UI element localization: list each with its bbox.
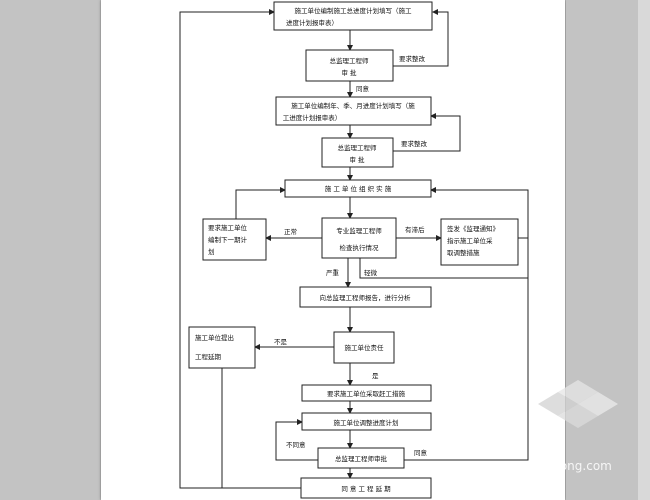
watermark-text: zhulong.com [535,459,612,473]
box-compile-master-schedule-line1: 施工单位编制施工总进度计划填写（施工 [295,6,413,15]
left-gray-margin [0,0,100,500]
loop-b4-b3 [393,113,461,152]
loop-b8-b5 [430,187,529,239]
label-serious: 严重 [326,269,340,277]
loop-b14-b5 [404,238,529,461]
box-chief-engineer-approval-2: 总监理工程师 审 批 [321,137,394,168]
box-check-execution: 专业监理工程师 检查执行情况 [321,217,397,259]
box-next-period-plan-line1: 要求施工单位 [208,223,248,232]
loop-b2-b1 [393,9,449,67]
loop-b14-b13 [275,419,318,461]
label-yes: 是 [372,372,379,380]
box-propose-extension-line1: 施工单位提出 [195,333,234,342]
box-chief-engineer-approval-1-line2: 审 批 [341,68,357,77]
box-compile-periodic-schedule-line1: 施工单位编制年、季、月进度计划填写（施 [291,101,415,110]
box-chief-engineer-approval-1: 总监理工程师 审 批 [305,49,394,82]
box-organize-implementation: 施 工 单 位 组 织 实 施 [284,179,432,198]
scrollbar-strip[interactable] [638,0,650,500]
box-chief-engineer-approval-3: 总监理工程师审批 [317,447,405,469]
box-adjust-schedule: 施工单位调整进度计划 [301,412,432,431]
box-approve-extension: 同 意 工 程 延 期 [300,477,432,499]
label-disagree: 不同意 [286,440,306,449]
label-slight: 轻微 [364,268,378,277]
box-next-period-plan: 要求施工单位 编制下一期计 划 [202,218,267,261]
box-chief-engineer-approval-2-line2: 审 批 [349,155,365,164]
label-no: 不是 [274,338,288,346]
loop-b7-b5 [235,187,286,219]
watermark-logo [538,380,618,428]
label-require-modify-2: 要求整改 [401,139,428,148]
label-agree-1: 同意 [356,84,370,93]
loop-left-big [179,9,301,489]
box-contractor-responsibility-text: 施工单位责任 [345,343,385,352]
box-next-period-plan-line3: 划 [208,247,215,256]
box-approve-extension-text: 同 意 工 程 延 期 [341,484,391,493]
label-normal: 正常 [284,227,297,236]
box-chief-engineer-approval-2-line1: 总监理工程师 [338,143,378,152]
box-compile-periodic-schedule-line2: 工进度计划报审表） [283,113,342,122]
box-compile-master-schedule-line2: 进度计划报审表） [286,18,338,27]
box-compile-periodic-schedule: 施工单位编制年、季、月进度计划填写（施 工进度计划报审表） [275,96,432,126]
box-propose-extension: 施工单位提出 工程延期 [188,326,256,369]
box-expedite-measures-text: 要求施工单位采取赶工措施 [327,389,406,398]
box-organize-implementation-text: 施 工 单 位 组 织 实 施 [325,184,392,193]
box-issue-notice-line3: 取调整措施 [447,248,480,257]
label-require-modify-1: 要求整改 [399,54,426,63]
box-contractor-responsibility: 施工单位责任 [333,331,395,364]
box-adjust-schedule-text: 施工单位调整进度计划 [334,418,399,427]
box-issue-notice: 签发《监理通知》 指示施工单位采 取调整措施 [440,218,519,266]
box-chief-engineer-approval-1-line1: 总监理工程师 [330,56,370,65]
box-check-execution-line1: 专业监理工程师 [336,226,382,235]
box-expedite-measures: 要求施工单位采取赶工措施 [301,384,432,402]
label-lagging: 有滞后 [405,225,425,234]
box-issue-notice-line1: 签发《监理通知》 [447,224,499,233]
box-compile-master-schedule: 施工单位编制施工总进度计划填写（施工 进度计划报审表） [273,1,433,31]
box-check-execution-line2: 检查执行情况 [340,243,380,252]
box-next-period-plan-line2: 编制下一期计 [208,235,248,244]
label-agree-2: 同意 [414,448,428,457]
box-propose-extension-line2: 工程延期 [195,352,222,361]
box-issue-notice-line2: 指示施工单位采 [447,236,493,245]
box-report-analysis-text: 向总监理工程师报告，进行分析 [320,293,412,302]
box-chief-engineer-approval-3-text: 总监理工程师审批 [335,454,388,463]
box-report-analysis: 向总监理工程师报告，进行分析 [299,286,432,308]
